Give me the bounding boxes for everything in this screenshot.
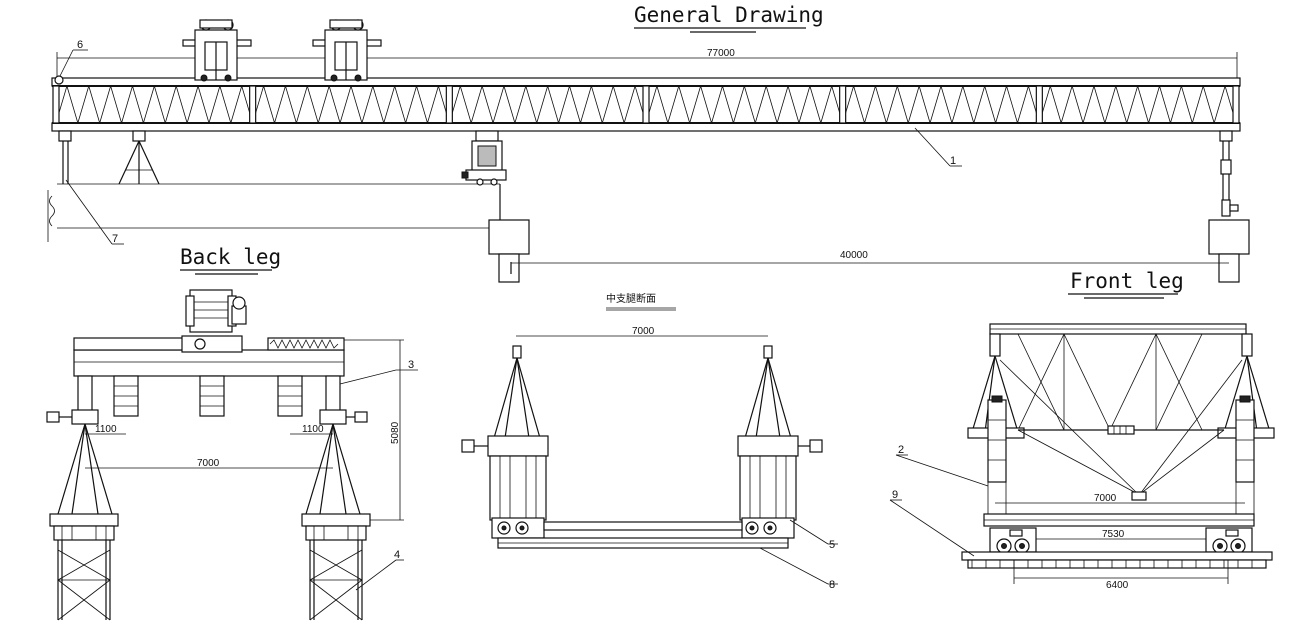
part-number-2: 2 [898,444,904,456]
back-leg-title: Back leg [180,245,281,269]
part-number-4: 4 [394,549,400,561]
middle-crossbeam [543,521,743,531]
front-outer-dim: 7530 [1102,529,1125,540]
back-trestle-right [301,513,371,621]
front-leg-view: Front leg [889,269,1275,591]
back-width-dim: 7000 [197,458,220,469]
main-girder [51,77,1241,132]
back-crossbeam [73,349,345,377]
front-leg-left [967,333,1025,483]
front-bogie-left [989,527,1037,554]
back-leg-view: Back leg [46,245,418,621]
rear-support [54,75,160,185]
part-number-8: 8 [829,579,835,591]
front-pier-column [1218,253,1240,283]
middle-support [461,130,507,220]
general-drawing-title: General Drawing [634,3,824,27]
front-rail [961,551,1273,561]
back-offset-right-dim: 1100 [302,424,324,435]
front-pier-cap [1208,219,1250,255]
front-bottom-dim: 6400 [1106,580,1129,591]
front-support [1219,130,1239,217]
part-number-3: 3 [408,359,414,371]
middle-pier-cap [488,219,530,255]
part-number-9: 9 [892,489,898,501]
mid-width-dim: 7000 [632,326,655,337]
middle-leg-view: 中支腿断面 7000 [461,292,838,591]
middle-leg-right [737,345,823,539]
back-jacks [113,375,303,417]
front-leg-title: Front leg [1070,269,1184,293]
span-dim: 40000 [840,250,868,261]
part-number-5: 5 [829,539,835,551]
middle-leg-left [461,345,549,539]
part-number-1: 1 [950,155,956,167]
back-trestle-left [49,513,119,621]
part-number-7: 7 [112,233,118,245]
back-height-dim: 5080 [390,421,401,444]
back-leg-a-frames [57,423,361,515]
middle-pier-column [498,253,520,283]
trolley-2 [312,19,382,82]
front-inner-dim: 7000 [1094,493,1117,504]
trolley-1 [182,19,252,82]
back-winch [189,289,233,333]
back-offset-left-dim: 1100 [95,424,117,435]
front-leg-right [1217,333,1275,483]
general-drawing-view: General Drawing 77000 [47,3,1250,283]
part-number-6: 6 [77,39,83,51]
total-length-dim: 77000 [707,48,735,59]
front-bogie-right [1205,527,1253,554]
middle-leg-title: 中支腿断面 [606,292,656,305]
